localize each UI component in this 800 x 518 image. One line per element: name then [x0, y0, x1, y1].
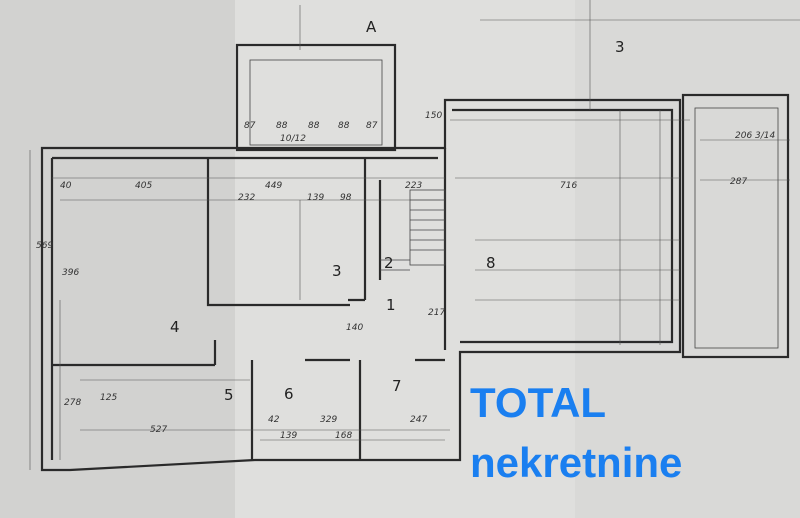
room-number-7: 7: [392, 377, 402, 395]
dim-label: 88: [276, 121, 288, 131]
right-balcony: [681, 93, 790, 359]
dim-label: 223: [405, 181, 422, 191]
room-number-8: 8: [486, 254, 496, 272]
dim-label: 139: [280, 431, 297, 441]
dim-label: 10/12: [280, 134, 306, 144]
dim-label: 125: [100, 393, 117, 403]
dim-label: 716: [560, 181, 577, 191]
watermark-line-2: nekretnine: [470, 439, 683, 486]
dim-label: 396: [62, 268, 79, 278]
section-mark-a: A: [366, 18, 377, 36]
dim-label: 88: [338, 121, 350, 131]
room-number-3: 3: [332, 262, 342, 280]
room-number-6: 6: [284, 385, 294, 403]
dim-label: 329: [320, 415, 337, 425]
dim-label: 88: [308, 121, 320, 131]
dim-label: 287: [730, 177, 747, 187]
section-mark-3: 3: [615, 38, 625, 56]
dim-label: 247: [410, 415, 427, 425]
inner-wall: [50, 108, 674, 460]
dim-label: 98: [340, 193, 352, 203]
top-balcony: [235, 43, 397, 152]
dim-label: 150: [425, 111, 442, 121]
dim-label: 40: [60, 181, 72, 191]
dim-label: 140: [346, 323, 363, 333]
dim-label: 87: [366, 121, 378, 131]
dim-label: 527: [150, 425, 167, 435]
dim-label: 232: [238, 193, 255, 203]
dim-label: 449: [265, 181, 282, 191]
dim-label: 168: [335, 431, 352, 441]
outer-wall: [40, 98, 682, 472]
dim-label: 569: [36, 241, 53, 251]
dim-label: 206 3/14: [735, 131, 776, 141]
paper-panel: [0, 0, 235, 518]
dim-label: 278: [64, 398, 81, 408]
room-number-2: 2: [384, 254, 394, 272]
dim-label: 405: [135, 181, 152, 191]
paper-panel: [575, 0, 800, 518]
dim-label: 217: [428, 308, 445, 318]
room-number-5: 5: [224, 386, 234, 404]
dim-label: 139: [307, 193, 324, 203]
paper-panel: [235, 0, 575, 518]
dim-label: 87: [244, 121, 256, 131]
watermark-line-1: TOTAL: [470, 379, 607, 426]
room-number-1: 1: [386, 296, 396, 314]
dimension-labels: 40 405 449 232 139 98 223 716 287 206 3/…: [36, 111, 776, 441]
right-balcony-inner: [694, 107, 779, 349]
room-number-4: 4: [170, 318, 180, 336]
dimension-lines: [29, 0, 800, 470]
dim-label: 42: [268, 415, 280, 425]
top-balcony-inner: [249, 59, 383, 146]
